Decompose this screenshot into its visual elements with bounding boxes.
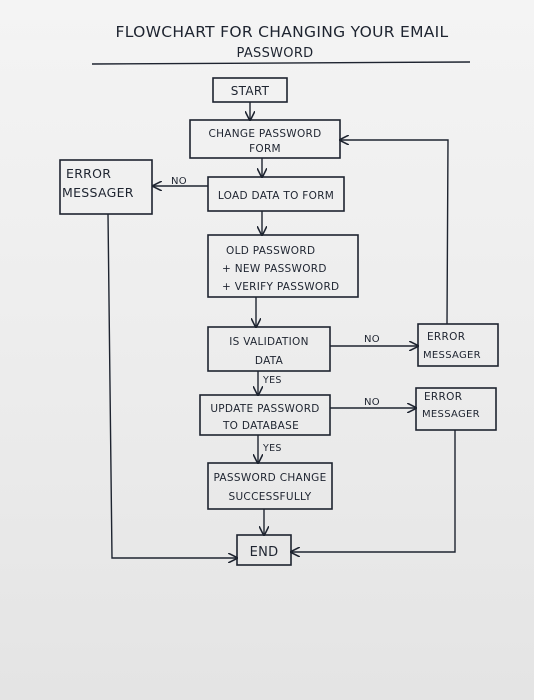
load-data-node — [207, 176, 345, 212]
validation-node — [207, 326, 331, 372]
change-form-label-2: FORM — [249, 143, 281, 155]
load-no-label: NO — [171, 176, 187, 187]
change-form-label-1: CHANGE PASSWORD — [208, 128, 321, 140]
diagram-title-line2: PASSWORD — [237, 46, 314, 61]
validation-label-2: DATA — [255, 355, 284, 367]
error-right1-label-2: MESSAGER — [423, 350, 481, 361]
arrow-error-right2-to-end — [291, 430, 456, 552]
error-right2-label-1: ERROR — [424, 391, 462, 403]
arrow-error-left-to-end — [107, 213, 237, 558]
validation-no-label: NO — [364, 334, 380, 345]
password-input-node — [207, 234, 359, 298]
error-right1-label-1: ERROR — [427, 331, 465, 343]
success-node — [207, 462, 333, 510]
validation-yes-label: YES — [262, 375, 282, 386]
update-label-1: UPDATE PASSWORD — [210, 403, 319, 415]
validation-label-1: IS VALIDATION — [229, 336, 309, 348]
error-left-node — [59, 159, 153, 215]
password-label-2: + NEW PASSWORD — [222, 263, 327, 275]
update-label-2: TO DATABASE — [222, 420, 299, 432]
error-left-label-1: ERROR — [66, 166, 111, 181]
update-node — [199, 394, 331, 436]
error-left-label-2: MESSAGER — [62, 185, 134, 200]
update-no-label: NO — [364, 397, 380, 408]
success-label-2: SUCCESSFULLY — [228, 491, 311, 503]
start-label: START — [231, 84, 270, 98]
error-right2-label-2: MESSAGER — [422, 409, 480, 420]
end-label: END — [250, 545, 279, 560]
success-label-1: PASSWORD CHANGE — [213, 472, 326, 484]
arrow-error-right1-to-form — [340, 140, 449, 325]
diagram-title-line1: FLOWCHART FOR CHANGING YOUR EMAIL — [116, 23, 449, 41]
load-data-label: LOAD DATA TO FORM — [218, 190, 334, 202]
password-label-1: OLD PASSWORD — [226, 245, 315, 257]
update-yes-label: YES — [262, 443, 282, 454]
title-underline — [91, 61, 471, 65]
password-label-3: + VERIFY PASSWORD — [222, 281, 339, 293]
